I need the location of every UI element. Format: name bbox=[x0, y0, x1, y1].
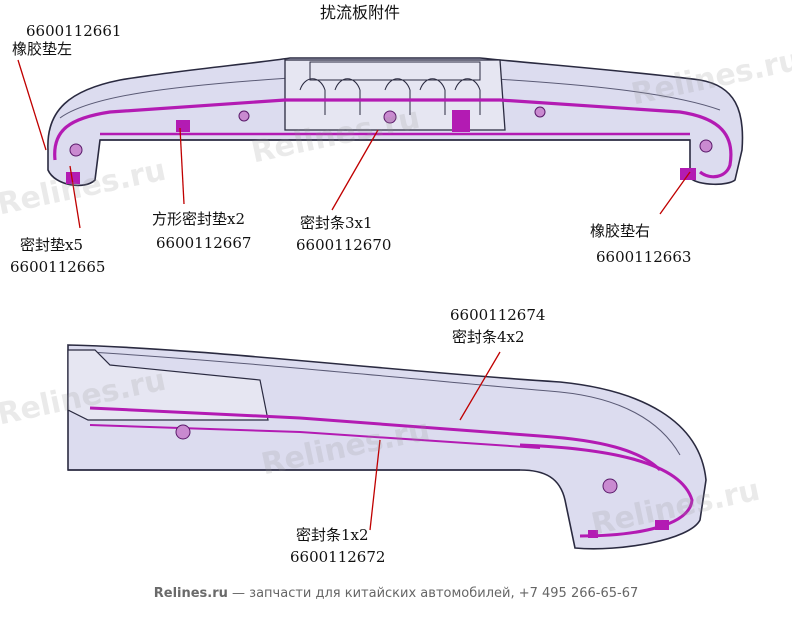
rubber-pad-left-shape bbox=[66, 172, 80, 184]
square-seal-pad bbox=[176, 120, 190, 132]
leader-lines bbox=[17, 59, 691, 531]
square-seal-pad-part-no: 6600112667 bbox=[156, 234, 252, 252]
leader-seal-pad bbox=[69, 165, 81, 229]
rubber-pad-right-name: 橡胶垫右 bbox=[590, 222, 651, 240]
footer-brand[interactable]: Relines.ru bbox=[153, 586, 228, 601]
end-top-surface bbox=[89, 351, 681, 456]
seal-strip-4-part-no: 6600112674 bbox=[450, 306, 546, 324]
center-mount-ribs bbox=[299, 61, 481, 115]
leader-rubber-pad-left bbox=[17, 59, 47, 151]
end-mount-block bbox=[67, 349, 269, 421]
square-seal-pad-name: 方形密封垫x2 bbox=[152, 210, 246, 228]
seal-strip-1-name: 密封条1x2 bbox=[296, 526, 369, 544]
leader-seal-strip-1 bbox=[369, 439, 381, 531]
footer: Relines.ru — запчасти для китайских авто… bbox=[0, 586, 792, 601]
leader-seal-strip-3 bbox=[331, 129, 379, 211]
seal-strip-1-part-no: 6600112672 bbox=[290, 548, 386, 566]
end-seal-strip-upper bbox=[89, 406, 662, 472]
spoiler-end-detail bbox=[67, 344, 707, 550]
seal-strip-4-name: 密封条4x2 bbox=[452, 328, 525, 346]
leader-seal-strip-4 bbox=[459, 351, 501, 421]
seal-pad-part-no: 6600112665 bbox=[10, 258, 106, 276]
seal-strip-outline bbox=[53, 98, 733, 179]
end-seal-strip-lower bbox=[89, 424, 541, 449]
square-seal-pad bbox=[452, 110, 470, 132]
rubber-pad-left-part-no: 6600112661 bbox=[26, 22, 122, 40]
leader-square-seal-pad bbox=[179, 127, 185, 205]
end-mount-bosses bbox=[175, 424, 618, 494]
end-seal-strip-outer bbox=[519, 443, 694, 538]
diagram-title: 扰流板附件 bbox=[320, 3, 401, 22]
seal-pad-name: 密封垫x5 bbox=[20, 236, 84, 254]
footer-text: — запчасти для китайских автомобилей, +7… bbox=[227, 586, 639, 601]
seal-strip-3-name: 密封条3x1 bbox=[300, 214, 373, 232]
rubber-pad-right-part-no: 6600112663 bbox=[596, 248, 692, 266]
leader-rubber-pad-right bbox=[659, 171, 691, 215]
end-pad-shape bbox=[655, 520, 669, 530]
rubber-pad-left-name: 橡胶垫左 bbox=[12, 40, 73, 58]
seal-strip-3-part-no: 6600112670 bbox=[296, 236, 392, 254]
spoiler-full-view bbox=[47, 57, 744, 187]
mount-bosses bbox=[69, 106, 713, 157]
end-pad-shape bbox=[588, 530, 598, 538]
center-mount-block bbox=[284, 59, 506, 131]
